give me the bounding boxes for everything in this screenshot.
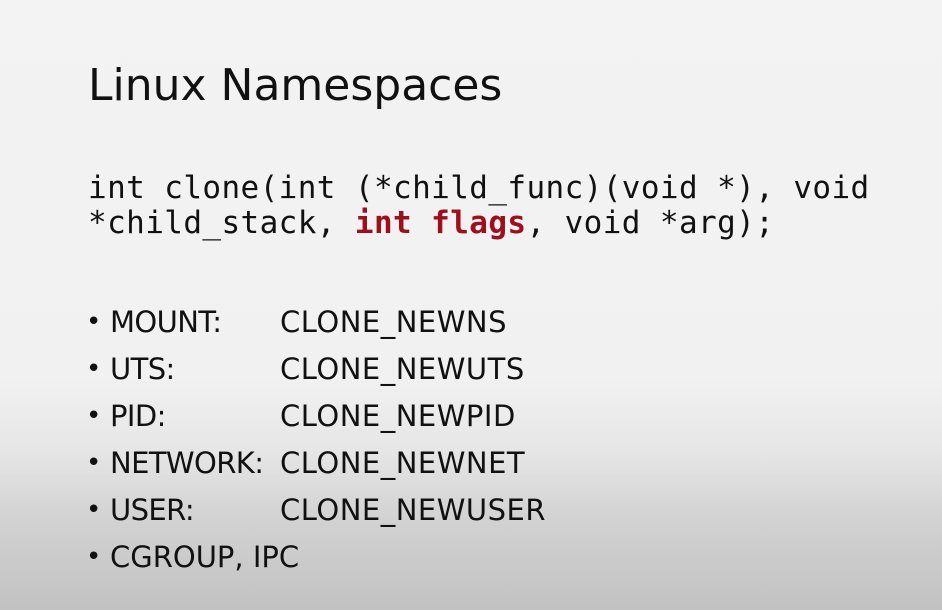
list-item: • NETWORK: CLONE_NEWNET	[86, 439, 546, 486]
namespace-name: NETWORK:	[110, 445, 264, 480]
namespace-name: PID:	[110, 398, 166, 433]
bullet-icon: •	[86, 353, 102, 384]
namespace-name: UTS:	[110, 351, 175, 386]
list-item: • PID: CLONE_NEWPID	[86, 392, 546, 439]
namespace-name: MOUNT:	[110, 304, 222, 339]
list-item: • MOUNT: CLONE_NEWNS	[86, 298, 546, 345]
code-signature: int clone(int (*child_func)(void *), voi…	[88, 171, 870, 241]
namespace-name: USER:	[110, 492, 195, 527]
bullet-icon: •	[86, 400, 102, 431]
code-line-2-end: , void *arg);	[526, 205, 775, 241]
bullet-icon: •	[86, 447, 102, 478]
code-highlight-flags: int flags	[354, 205, 527, 241]
namespace-list: • MOUNT: CLONE_NEWNS • UTS: CLONE_NEWUTS…	[86, 298, 546, 580]
bullet-icon: •	[86, 541, 102, 572]
clone-flag: CLONE_NEWPID	[280, 398, 516, 433]
namespace-name: CGROUP, IPC	[110, 539, 300, 574]
clone-flag: CLONE_NEWNET	[280, 445, 526, 480]
list-item: • USER: CLONE_NEWUSER	[86, 486, 546, 533]
clone-flag: CLONE_NEWUSER	[280, 492, 547, 527]
list-item: • CGROUP, IPC	[86, 533, 546, 580]
slide-title: Linux Namespaces	[88, 60, 503, 111]
bullet-icon: •	[86, 306, 102, 337]
clone-flag: CLONE_NEWUTS	[280, 351, 525, 386]
code-line-1: int clone(int (*child_func)(void *), voi…	[88, 170, 870, 206]
code-line-2-start: *child_stack,	[88, 205, 355, 241]
clone-flag: CLONE_NEWNS	[280, 304, 508, 339]
list-item: • UTS: CLONE_NEWUTS	[86, 345, 546, 392]
bullet-icon: •	[86, 494, 102, 525]
